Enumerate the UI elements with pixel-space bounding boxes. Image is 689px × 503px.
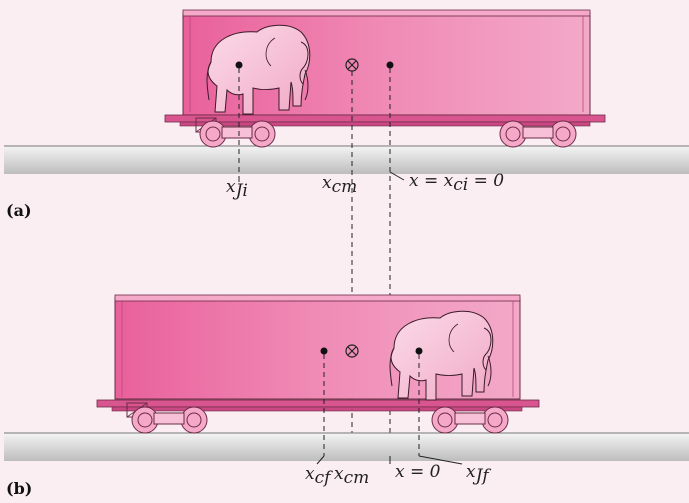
panel-b-tag: (b) <box>6 479 32 498</box>
label-x-zero: x = 0 <box>395 462 441 482</box>
label-x-cf: xcf <box>305 464 333 488</box>
car-cm-dot-b <box>321 348 328 355</box>
panel-b: xcf xcm x = 0 xJf (b) <box>4 295 689 498</box>
label-x-jf: xJf <box>466 462 491 486</box>
elephant-cm-dot-a <box>236 62 243 69</box>
label-x-ci: x = xci = 0 <box>409 171 504 195</box>
label-x-cm-a: xcm <box>322 173 357 197</box>
ground-b <box>4 433 689 461</box>
label-x-ji: xJi <box>226 177 248 201</box>
ground-a <box>4 146 689 174</box>
car-cm-dot-a <box>387 62 394 69</box>
label-x-cm-b: xcm <box>334 464 369 488</box>
elephant-cm-dot-b <box>416 348 423 355</box>
panel-a-tag: (a) <box>6 201 32 220</box>
